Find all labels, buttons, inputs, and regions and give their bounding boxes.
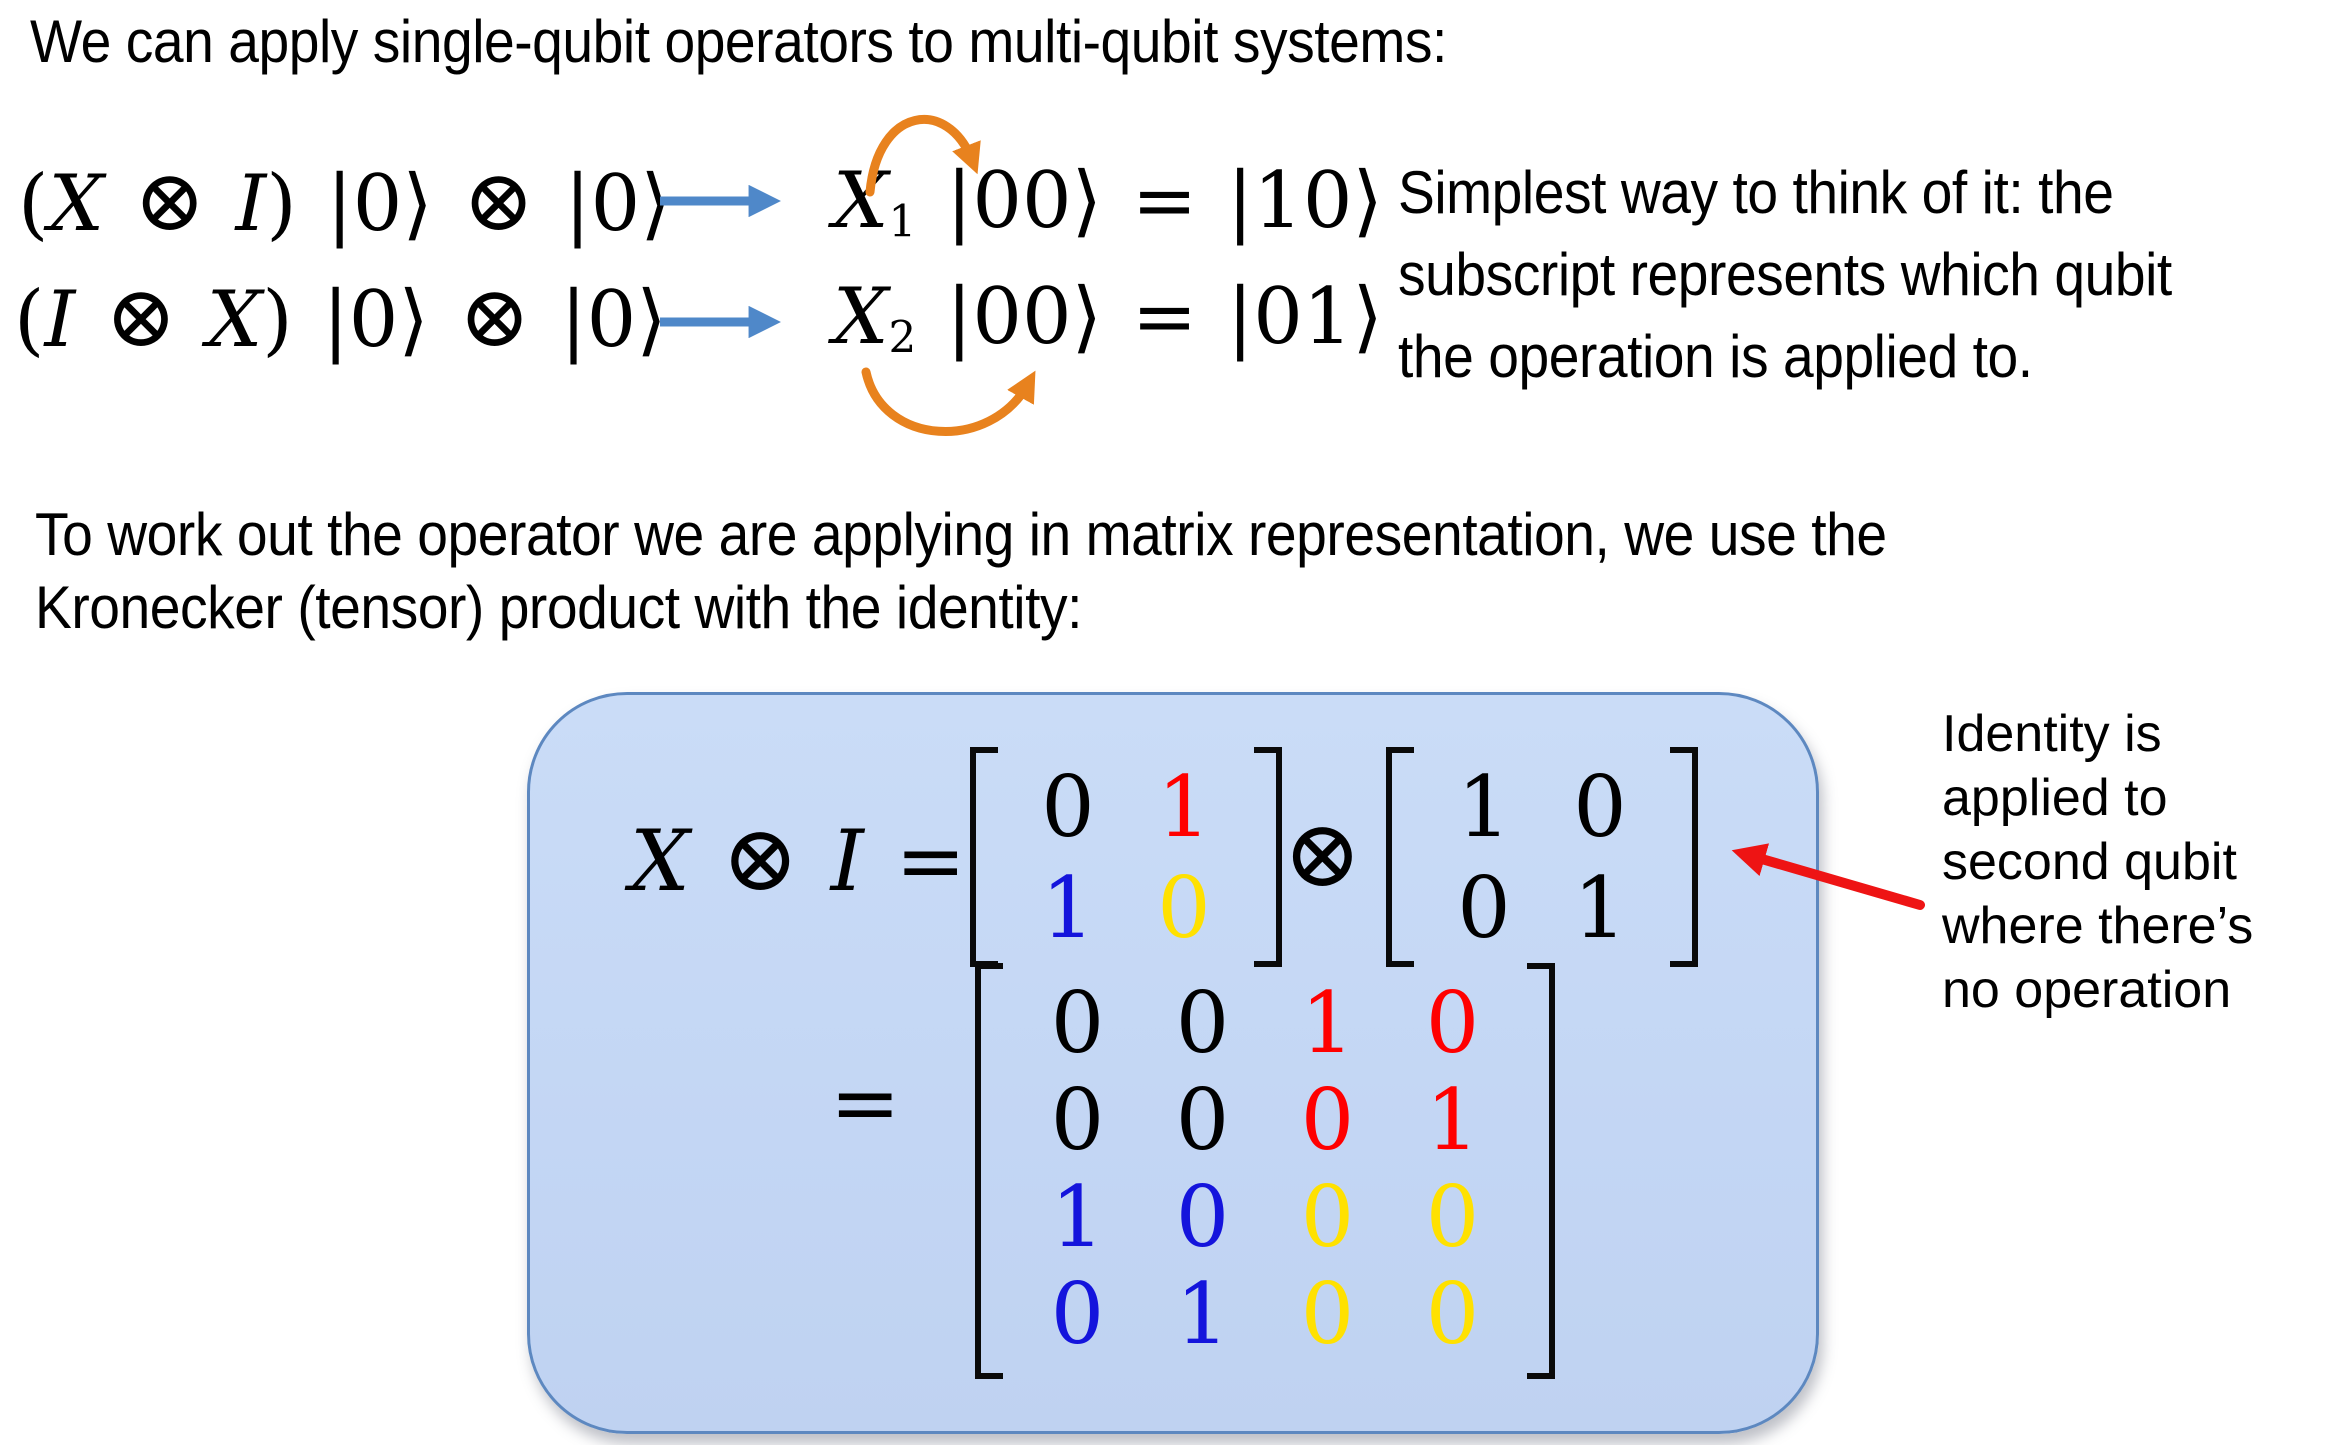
math-run: ⊗: [721, 804, 799, 912]
math-run: [429, 275, 459, 365]
text-line: the operation is applied to.: [1398, 323, 2033, 390]
matrix-cell: 0: [1175, 973, 1230, 1072]
box-equals-sign: =: [830, 1054, 901, 1152]
math-run: (: [18, 159, 49, 249]
math-run: |0⟩: [560, 275, 667, 365]
equation-1-lhs: (X ⊗ I) |0⟩ ⊗ |0⟩: [18, 146, 671, 259]
slide-title: We can apply single-qubit operators to m…: [30, 8, 1447, 75]
math-run: |0⟩: [322, 275, 429, 365]
matrix-bracket-left: [970, 747, 998, 967]
matrix-cell: 1: [1300, 973, 1355, 1072]
text-line: second qubit: [1942, 833, 2237, 891]
text-line: Identity is: [1942, 705, 2162, 763]
matrix-cell: 0: [1041, 757, 1095, 856]
matrix-cell: 0: [1300, 1167, 1355, 1266]
text-line: subscript represents which qubit: [1398, 241, 2172, 308]
matrix-cell: 1: [1157, 757, 1211, 856]
math-run: |00⟩ = |01⟩: [916, 272, 1383, 362]
math-run: 2: [888, 312, 917, 364]
math-run: [177, 275, 207, 365]
subscript-note: Simplest way to think of it: the subscrip…: [1398, 152, 2172, 398]
matrix-cell: 0: [1300, 1070, 1355, 1169]
math-run: [690, 812, 722, 910]
math-run: |0⟩: [326, 159, 433, 249]
math-run: [104, 159, 134, 249]
matrix-bracket-right: [1527, 963, 1555, 1379]
math-run: I: [235, 159, 267, 249]
matrix-bracket-right: [1670, 747, 1698, 967]
equation-2-lhs: (I ⊗ X) |0⟩ ⊗ |0⟩: [14, 262, 667, 375]
box-equation-lhs: X ⊗ I =: [630, 803, 966, 916]
matrix-cell: 0: [1157, 858, 1211, 957]
math-run: X: [48, 159, 104, 249]
math-run: 1: [888, 196, 917, 248]
matrix-cell: 0: [1425, 973, 1480, 1072]
text-line: where there’s: [1942, 897, 2254, 955]
math-run: X: [630, 812, 690, 910]
math-run: X: [833, 156, 889, 246]
matrix-cell: 1: [1425, 1070, 1480, 1169]
matrix-cell: 0: [1050, 1070, 1105, 1169]
math-run: |0⟩: [564, 159, 671, 249]
matrix-cell: 0: [1425, 1167, 1480, 1266]
math-run: X: [206, 275, 263, 365]
matrix-bracket-left: [1386, 747, 1414, 967]
math-run: I: [44, 275, 76, 365]
text-line: Simplest way to think of it: the: [1398, 159, 2114, 226]
math-run: ): [266, 159, 327, 249]
text-line: no operation: [1942, 961, 2232, 1019]
matrix-cell: 1: [1573, 858, 1627, 957]
math-run: I: [830, 812, 864, 910]
text-line: To work out the operator we are applying…: [35, 501, 1887, 568]
math-run: X: [833, 272, 889, 362]
math-run: |00⟩ = |10⟩: [916, 156, 1383, 246]
matrix-cell: 0: [1457, 858, 1511, 957]
math-run: ⊗: [105, 267, 177, 367]
math-run: ⊗: [462, 151, 535, 251]
matrix-cell: 0: [1300, 1264, 1355, 1363]
highlight-box: [527, 692, 1819, 1434]
matrix-cell: 0: [1573, 757, 1627, 856]
math-run: [75, 275, 105, 365]
matrix-bracket-left: [975, 963, 1003, 1379]
matrix-cell: 1: [1050, 1167, 1105, 1266]
math-run: ⊗: [133, 151, 206, 251]
math-run: [206, 159, 236, 249]
matrix-cell: 1: [1175, 1264, 1230, 1363]
identity-annotation: Identity is applied to second qubit where t…: [1942, 702, 2253, 1022]
math-run: =: [863, 812, 966, 910]
matrix-cell: 1: [1041, 858, 1095, 957]
matrix-cell: 0: [1175, 1070, 1230, 1169]
matrix-cell: 0: [1050, 973, 1105, 1072]
matrix-cell: 0: [1050, 1264, 1105, 1363]
math-run: (: [14, 275, 45, 365]
math-run: ⊗: [458, 267, 531, 367]
math-run: ): [262, 275, 323, 365]
math-run: [433, 159, 463, 249]
equation-1-rhs: X1 |00⟩ = |10⟩: [833, 146, 1383, 278]
tensor-product-symbol: ⊗: [1283, 800, 1362, 909]
math-run: [535, 159, 565, 249]
text-line: Kronecker (tensor) product with the iden…: [35, 574, 1083, 641]
matrix-cell: 1: [1457, 757, 1511, 856]
equation-2-rhs: X2 |00⟩ = |01⟩: [833, 262, 1383, 394]
kronecker-paragraph: To work out the operator we are applying…: [35, 498, 1887, 644]
math-run: [531, 275, 561, 365]
matrix-cell: 0: [1175, 1167, 1230, 1266]
text-line: applied to: [1942, 769, 2168, 827]
matrix-bracket-right: [1254, 747, 1282, 967]
math-run: [799, 812, 831, 910]
matrix-cell: 0: [1425, 1264, 1480, 1363]
